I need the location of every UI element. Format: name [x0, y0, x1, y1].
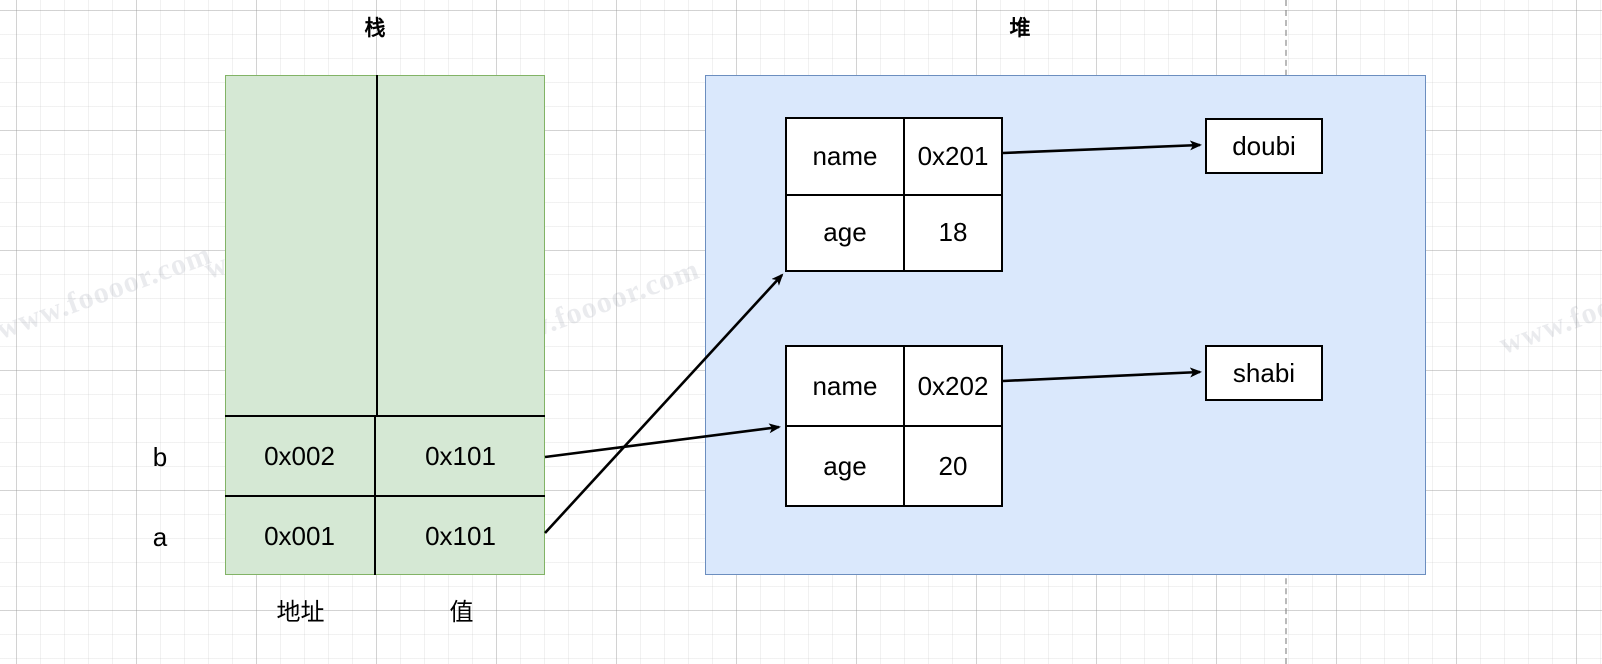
stack-address-column-caption: 地址	[276, 599, 325, 626]
heap-object-2-name-value: 0x202	[917, 370, 989, 401]
stack-column-divider	[376, 75, 378, 415]
stack-caption: 栈	[364, 17, 386, 40]
heap-object-2-row-name: name 0x202	[787, 347, 1001, 425]
stack-row-a[interactable]: 0x001 0x101	[225, 495, 545, 575]
stack-row-b-value: 0x101	[425, 440, 496, 471]
heap-object-1-row-name: name 0x201	[787, 119, 1001, 194]
stack-row-a-address: 0x001	[225, 497, 376, 575]
heap-object-1[interactable]: name 0x201 age 18	[785, 117, 1003, 272]
heap-string-doubi[interactable]: doubi	[1205, 118, 1323, 174]
watermark: www.foooor.com	[1495, 252, 1602, 362]
watermark: www.foooor.com	[0, 237, 216, 347]
stack-value-column-caption: 值	[449, 599, 474, 626]
heap-string-shabi[interactable]: shabi	[1205, 345, 1323, 401]
stack-row-b[interactable]: 0x002 0x101	[225, 415, 545, 495]
heap-object-2-row-age: age 20	[787, 425, 1001, 505]
heap-object-1-age-key: age	[787, 195, 905, 270]
heap-object-1-age-value: 18	[938, 217, 968, 248]
heap-object-2-age-key: age	[787, 427, 905, 505]
stack-row-a-value: 0x101	[425, 520, 496, 551]
stack-row-b-label: b	[152, 442, 168, 472]
stack-row-b-address: 0x002	[225, 417, 376, 495]
heap-caption: 堆	[1009, 17, 1031, 40]
stack-row-a-label: a	[152, 522, 168, 552]
heap-object-2-name-key: name	[787, 347, 905, 425]
stack-region	[225, 75, 545, 575]
heap-object-2[interactable]: name 0x202 age 20	[785, 345, 1003, 507]
heap-object-1-name-value: 0x201	[917, 140, 989, 171]
heap-object-1-name-key: name	[787, 119, 905, 194]
heap-object-2-age-value: 20	[938, 450, 968, 481]
heap-object-1-row-age: age 18	[787, 193, 1001, 270]
